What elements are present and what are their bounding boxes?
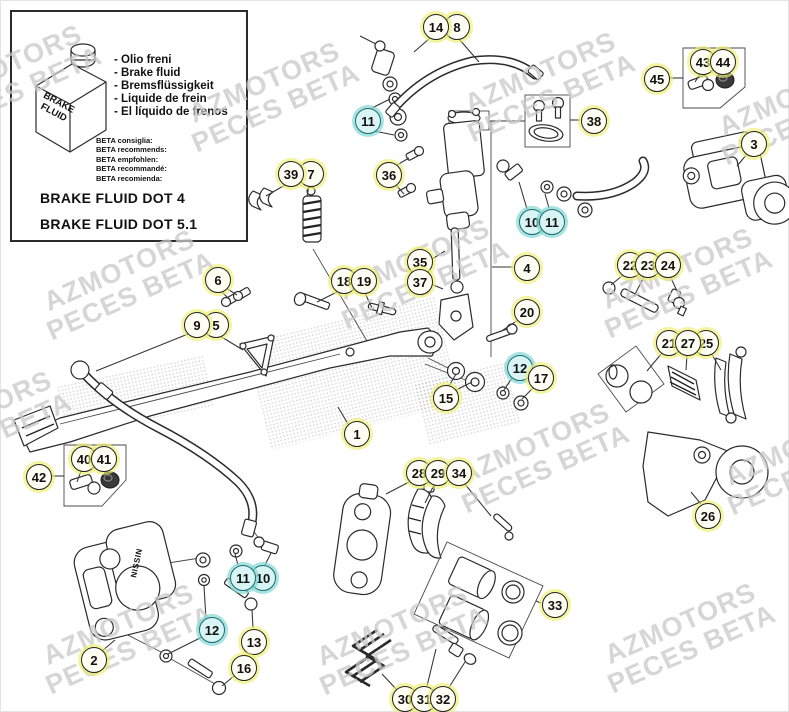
part-piston-kit-rear bbox=[597, 345, 665, 413]
recommendation-line: BETA empfohlen: bbox=[96, 154, 159, 164]
callout-33: 33 bbox=[542, 592, 568, 618]
callout-26: 26 bbox=[695, 503, 721, 529]
recommendation-line: BETA recommandé: bbox=[96, 164, 167, 174]
part-caliper-bracket bbox=[642, 431, 769, 517]
fluid-name-list: - Olio freni - Brake fluid - Bremsflüssi… bbox=[114, 54, 248, 119]
callout-11: 11 bbox=[539, 209, 565, 235]
part-spring-clip bbox=[248, 187, 274, 211]
leader-lines bbox=[51, 37, 748, 691]
part-return-spring bbox=[302, 186, 322, 243]
callout-37: 37 bbox=[407, 269, 433, 295]
callout-24: 24 bbox=[655, 252, 681, 278]
part-kit-box-front bbox=[63, 444, 127, 507]
part-front-caliper bbox=[73, 521, 177, 641]
part-pad-pin bbox=[493, 513, 514, 541]
brake-fluid-info-box: BRAKE FLUID - Olio freni - Brake fluid -… bbox=[10, 10, 248, 242]
fluid-name: - Olio freni bbox=[114, 54, 172, 66]
callout-41: 41 bbox=[91, 446, 117, 472]
callout-27: 27 bbox=[675, 330, 701, 356]
part-hose-rear bbox=[496, 156, 650, 218]
callout-4: 4 bbox=[514, 255, 540, 281]
part-front-caliper-hardware bbox=[159, 536, 279, 696]
callout-19: 19 bbox=[351, 268, 377, 294]
callout-45: 45 bbox=[644, 66, 670, 92]
callout-14: 14 bbox=[423, 14, 449, 40]
part-brake-pads-front bbox=[407, 482, 446, 559]
callout-42: 42 bbox=[26, 464, 52, 490]
part-rear-caliper bbox=[682, 131, 789, 225]
part-master-cylinder bbox=[425, 107, 490, 341]
fluid-name: - El líquido de frenos bbox=[114, 106, 228, 118]
dot4-label: BRAKE FLUID DOT 4 bbox=[40, 190, 186, 206]
brake-fluid-bottle: BRAKE FLUID bbox=[35, 43, 107, 153]
callout-40: 40 bbox=[71, 446, 97, 472]
part-pin-31 bbox=[432, 624, 464, 658]
recommendation-list: BETA consiglia: BETA recommends: BETA em… bbox=[96, 136, 216, 183]
part-hose-top bbox=[385, 55, 544, 118]
callout-6: 6 bbox=[205, 267, 231, 293]
callout-11: 11 bbox=[230, 565, 256, 591]
part-pad-spring-rear bbox=[667, 365, 701, 401]
fluid-name: - Bremsflüssigkeit bbox=[114, 80, 214, 92]
callout-36: 36 bbox=[376, 162, 402, 188]
part-cap-pin-bleeder bbox=[602, 281, 688, 317]
callout-3: 3 bbox=[741, 131, 767, 157]
part-hose-front bbox=[70, 360, 258, 538]
dot51-label: BRAKE FLUID DOT 5.1 bbox=[40, 216, 198, 232]
callout-13: 13 bbox=[241, 629, 267, 655]
callout-9: 9 bbox=[184, 312, 210, 338]
callout-38: 38 bbox=[581, 108, 607, 134]
fluid-name: - Brake fluid bbox=[114, 67, 181, 79]
callout-39: 39 bbox=[278, 161, 304, 187]
part-brake-pedal bbox=[13, 327, 443, 453]
callout-15: 15 bbox=[433, 385, 459, 411]
callout-17: 17 bbox=[528, 365, 554, 391]
part-caliper-half bbox=[333, 483, 392, 596]
recommendation-line: BETA consiglia: bbox=[96, 136, 153, 145]
fluid-name: - Liquide de frein bbox=[114, 93, 207, 105]
callout-32: 32 bbox=[430, 686, 456, 712]
callout-34: 34 bbox=[446, 460, 472, 486]
recommendation-line: BETA recomienda: bbox=[96, 173, 163, 183]
callout-20: 20 bbox=[514, 299, 540, 325]
part-piston-kit-front bbox=[413, 541, 544, 659]
callout-2: 2 bbox=[81, 647, 107, 673]
part-bolt-18 bbox=[293, 292, 331, 310]
callout-11: 11 bbox=[355, 108, 381, 134]
part-cap-32 bbox=[463, 653, 477, 665]
callout-16: 16 bbox=[231, 655, 257, 681]
part-bolts-36 bbox=[397, 145, 425, 198]
part-kit-box-rear bbox=[682, 47, 746, 109]
part-pivot-hardware bbox=[446, 323, 529, 411]
callout-44: 44 bbox=[710, 49, 736, 75]
callout-12: 12 bbox=[199, 617, 225, 643]
part-bolts-6 bbox=[220, 287, 251, 308]
part-switch-assembly bbox=[359, 35, 408, 142]
recommendation-line: BETA recommends: bbox=[96, 145, 167, 155]
callout-1: 1 bbox=[344, 421, 370, 447]
part-pad-spring-front bbox=[344, 628, 392, 688]
part-brake-pad-rear bbox=[714, 346, 747, 424]
part-stud-19 bbox=[367, 301, 397, 316]
part-triangle-bracket bbox=[239, 334, 275, 377]
part-reservoir-cover-kit bbox=[524, 94, 571, 148]
